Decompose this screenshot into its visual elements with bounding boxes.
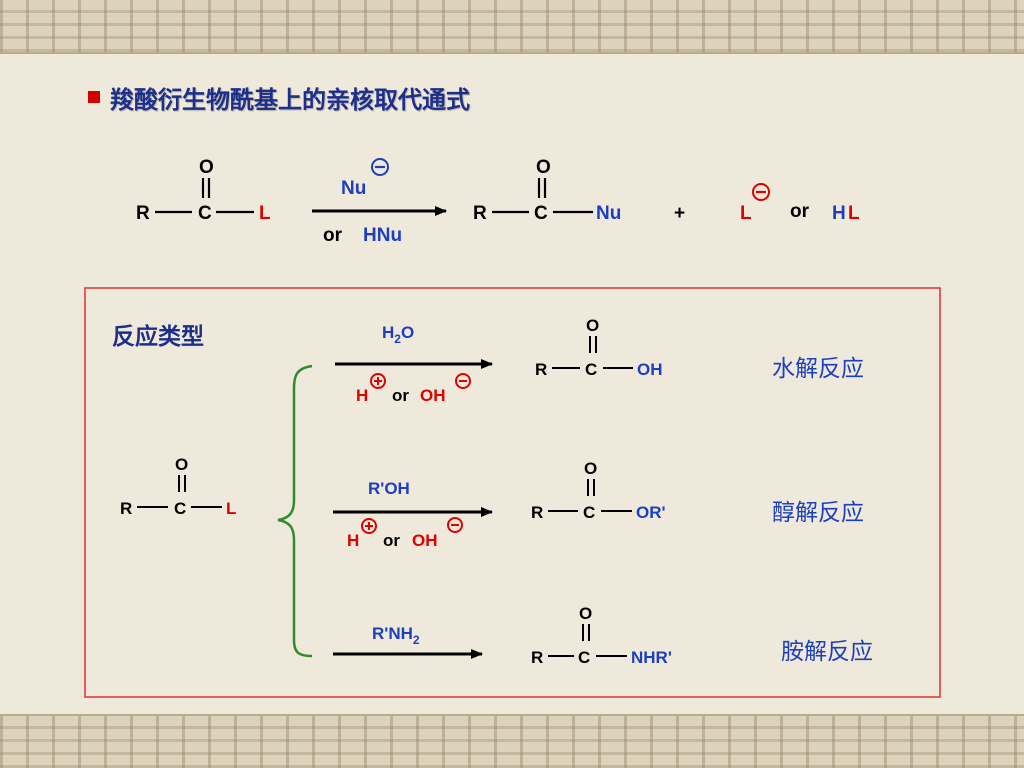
curly-brace: [277, 364, 313, 658]
product-group: OR': [636, 503, 666, 522]
top-product: O R C Nu + L or H L: [473, 157, 860, 224]
cond-OH: OH: [412, 531, 438, 550]
hydrolysis-reaction: H2O H or OH O R C OH 水解反应: [335, 316, 864, 405]
cond-OH: OH: [420, 386, 446, 405]
minus-charge-icon: [455, 373, 471, 389]
border-line-bottom: [0, 714, 1024, 716]
product-C: C: [585, 360, 597, 379]
border-line-top: [0, 52, 1024, 54]
cond-H: H: [347, 531, 359, 550]
decorative-border-top: [0, 0, 1024, 52]
product-O: O: [586, 316, 599, 335]
alcoholysis-label: 醇解反应: [772, 500, 864, 526]
top-reactant-O: O: [199, 157, 214, 178]
reaction-types-box: [84, 287, 941, 698]
top-product-C: C: [534, 203, 548, 224]
reagent-HNu: HNu: [363, 225, 402, 246]
cond-H: H: [356, 386, 368, 405]
top-product-Nu: Nu: [596, 203, 621, 224]
reagent-alcohol: R'OH: [368, 479, 410, 498]
minus-charge-icon: [447, 517, 463, 533]
plus-charge-icon: [370, 373, 386, 389]
HL-H: H: [832, 203, 846, 224]
minus-charge-icon: [371, 158, 389, 176]
top-product-R: R: [473, 203, 487, 224]
top-reactant-C: C: [198, 203, 212, 224]
alcoholysis-reaction: R'OH H or OH O R C OR' 醇解反应: [333, 459, 864, 550]
top-reagents: Nu or HNu: [312, 158, 447, 246]
start-C: C: [174, 499, 186, 518]
product-O: O: [584, 459, 597, 478]
start-L: L: [226, 499, 236, 518]
product-R: R: [531, 503, 543, 522]
bullet-square-icon: [88, 91, 100, 103]
plus-sign: +: [674, 203, 685, 224]
slide-title: 羧酸衍生物酰基上的亲核取代通式: [110, 84, 470, 114]
reaction-types-label: 反应类型: [112, 323, 204, 350]
box-start-material: O R C L: [120, 455, 236, 518]
top-product-O: O: [536, 157, 551, 178]
cond-or: or: [383, 531, 400, 550]
product-C: C: [583, 503, 595, 522]
aminolysis-label: 胺解反应: [781, 639, 873, 665]
product-O: O: [579, 604, 592, 623]
start-R: R: [120, 499, 132, 518]
start-O: O: [175, 455, 188, 474]
top-reactant-R: R: [136, 203, 150, 224]
aminolysis-reaction: R'NH2 O R C NHR' 胺解反应: [333, 604, 873, 667]
product-group: OH: [637, 360, 663, 379]
cond-or: or: [392, 386, 409, 405]
reagent-or: or: [323, 225, 343, 246]
top-reactant: O R C L: [136, 157, 271, 224]
leaving-group-L: L: [740, 203, 752, 224]
reagent-water: H2O: [382, 323, 414, 346]
product-R: R: [535, 360, 547, 379]
product-R: R: [531, 648, 543, 667]
decorative-border-bottom: [0, 716, 1024, 768]
title-row: 羧酸衍生物酰基上的亲核取代通式: [88, 80, 470, 114]
reagent-Nu: Nu: [341, 178, 366, 199]
hydrolysis-label: 水解反应: [772, 356, 864, 382]
product-C: C: [578, 648, 590, 667]
minus-charge-icon: [752, 183, 770, 201]
top-reactant-L: L: [259, 203, 271, 224]
plus-charge-icon: [361, 518, 377, 534]
reagent-amine: R'NH2: [372, 624, 420, 647]
or-text: or: [790, 201, 810, 222]
product-group: NHR': [631, 648, 672, 667]
HL-L: L: [848, 203, 860, 224]
